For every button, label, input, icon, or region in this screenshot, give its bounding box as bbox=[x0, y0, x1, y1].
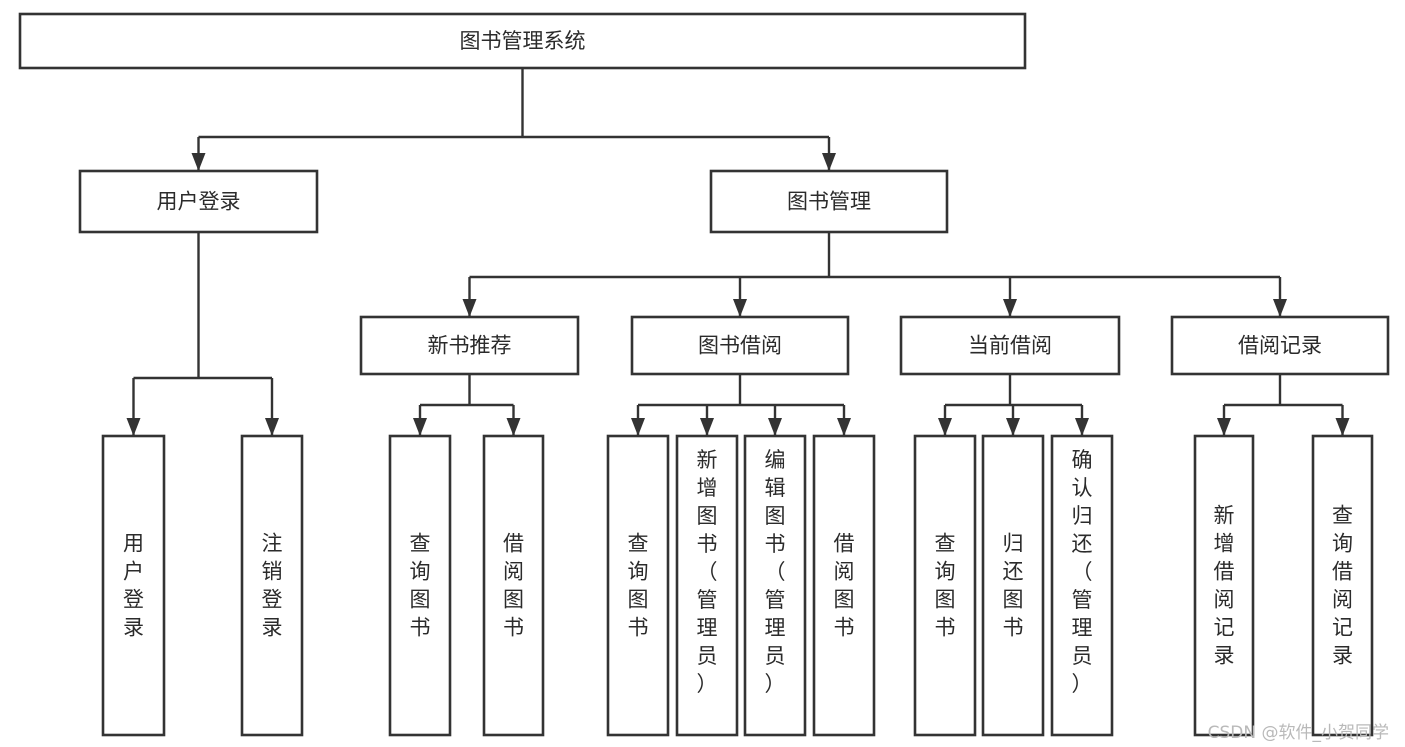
node-label: 借阅记录 bbox=[1238, 334, 1322, 358]
node-label: 归还图书 bbox=[1003, 532, 1024, 640]
watermark-text: CSDN @软件_小贺同学 bbox=[1207, 723, 1389, 743]
node-label: 借阅图书 bbox=[503, 532, 524, 640]
node-leaf-leaf-query-record[interactable]: 查询借阅记录 bbox=[1311, 434, 1374, 737]
node-box[interactable] bbox=[1170, 315, 1390, 376]
node-box[interactable] bbox=[709, 169, 949, 234]
node-box[interactable] bbox=[359, 315, 580, 376]
node-leaf-leaf-return-book[interactable]: 归还图书 bbox=[981, 434, 1045, 737]
node-box[interactable] bbox=[743, 434, 807, 737]
node-box[interactable] bbox=[899, 315, 1121, 376]
node-box[interactable] bbox=[388, 434, 452, 737]
arrow-head-icon bbox=[1006, 418, 1020, 436]
node-level1-user-login[interactable]: 用户登录 bbox=[78, 169, 319, 234]
node-label: 注销登录 bbox=[262, 532, 283, 640]
node-box[interactable] bbox=[675, 434, 739, 737]
arrow-head-icon bbox=[126, 418, 141, 436]
node-box[interactable] bbox=[981, 434, 1045, 737]
node-leaf-leaf-user-login[interactable]: 用户登录 bbox=[101, 434, 166, 737]
node-label: 新增图书（管理员） bbox=[697, 448, 718, 696]
node-leaf-leaf-confirm-return[interactable]: 确认归还（管理员） bbox=[1050, 434, 1114, 737]
arrow-head-icon bbox=[413, 418, 427, 436]
node-leaf-leaf-add-record[interactable]: 新增借阅记录 bbox=[1193, 434, 1255, 737]
node-box[interactable] bbox=[1193, 434, 1255, 737]
node-box[interactable] bbox=[1311, 434, 1374, 737]
node-box[interactable] bbox=[78, 169, 319, 234]
node-root[interactable]: 图书管理系统 bbox=[18, 12, 1027, 70]
node-label: 用户登录 bbox=[123, 532, 144, 640]
node-level2-current-borrow[interactable]: 当前借阅 bbox=[899, 315, 1121, 376]
node-leaf-leaf-borrow-book-rec[interactable]: 借阅图书 bbox=[482, 434, 545, 737]
arrow-head-icon bbox=[700, 418, 714, 436]
node-box[interactable] bbox=[101, 434, 166, 737]
node-leaf-leaf-borrow-book[interactable]: 借阅图书 bbox=[812, 434, 876, 737]
node-label: 新书推荐 bbox=[428, 334, 512, 358]
node-label: 借阅图书 bbox=[834, 532, 855, 640]
node-box[interactable] bbox=[1050, 434, 1114, 737]
arrow-head-icon bbox=[1003, 299, 1017, 317]
node-label: 图书管理系统 bbox=[460, 29, 586, 53]
node-level2-new-book-rec[interactable]: 新书推荐 bbox=[359, 315, 580, 376]
node-box[interactable] bbox=[482, 434, 545, 737]
node-box[interactable] bbox=[812, 434, 876, 737]
node-leaf-leaf-query-book-cur[interactable]: 查询图书 bbox=[913, 434, 977, 737]
arrow-head-icon bbox=[462, 299, 477, 317]
node-box[interactable] bbox=[913, 434, 977, 737]
arrow-head-icon bbox=[837, 418, 851, 436]
arrow-head-icon bbox=[733, 299, 747, 317]
connector-lines bbox=[126, 68, 1350, 436]
node-label: 新增借阅记录 bbox=[1214, 504, 1235, 668]
node-label: 确认归还（管理员） bbox=[1072, 448, 1093, 696]
node-leaf-leaf-add-book[interactable]: 新增图书（管理员） bbox=[675, 434, 739, 737]
node-boxes: 图书管理系统用户登录图书管理新书推荐图书借阅当前借阅借阅记录用户登录注销登录查询… bbox=[18, 12, 1390, 737]
node-level2-book-borrow[interactable]: 图书借阅 bbox=[630, 315, 850, 376]
node-label: 图书借阅 bbox=[698, 334, 782, 358]
node-label: 当前借阅 bbox=[968, 334, 1052, 358]
arrow-head-icon bbox=[1335, 418, 1350, 436]
node-leaf-leaf-user-logout[interactable]: 注销登录 bbox=[240, 434, 304, 737]
node-leaf-leaf-query-book-rec[interactable]: 查询图书 bbox=[388, 434, 452, 737]
node-label: 编辑图书（管理员） bbox=[765, 448, 786, 696]
node-level2-borrow-record[interactable]: 借阅记录 bbox=[1170, 315, 1390, 376]
node-leaf-leaf-query-book[interactable]: 查询图书 bbox=[606, 434, 670, 737]
arrow-head-icon bbox=[1217, 418, 1231, 436]
node-label: 查询图书 bbox=[410, 532, 431, 640]
arrow-head-icon bbox=[1075, 418, 1089, 436]
arrow-head-icon bbox=[822, 153, 836, 171]
node-box[interactable] bbox=[630, 315, 850, 376]
node-label: 图书管理 bbox=[787, 190, 871, 214]
node-leaf-leaf-edit-book[interactable]: 编辑图书（管理员） bbox=[743, 434, 807, 737]
node-level1-book-manage[interactable]: 图书管理 bbox=[709, 169, 949, 234]
arrow-head-icon bbox=[1273, 299, 1287, 317]
node-box[interactable] bbox=[240, 434, 304, 737]
node-label: 用户登录 bbox=[157, 190, 241, 214]
arrow-head-icon bbox=[191, 153, 206, 171]
arrow-head-icon bbox=[768, 418, 782, 436]
node-label: 查询借阅记录 bbox=[1332, 504, 1353, 668]
arrow-head-icon bbox=[265, 418, 279, 436]
arrow-head-icon bbox=[631, 418, 645, 436]
arrow-head-icon bbox=[938, 418, 952, 436]
node-label: 查询图书 bbox=[935, 532, 956, 640]
node-label: 查询图书 bbox=[628, 532, 649, 640]
arrow-head-icon bbox=[506, 418, 521, 436]
node-box[interactable] bbox=[606, 434, 670, 737]
node-box[interactable] bbox=[18, 12, 1027, 70]
